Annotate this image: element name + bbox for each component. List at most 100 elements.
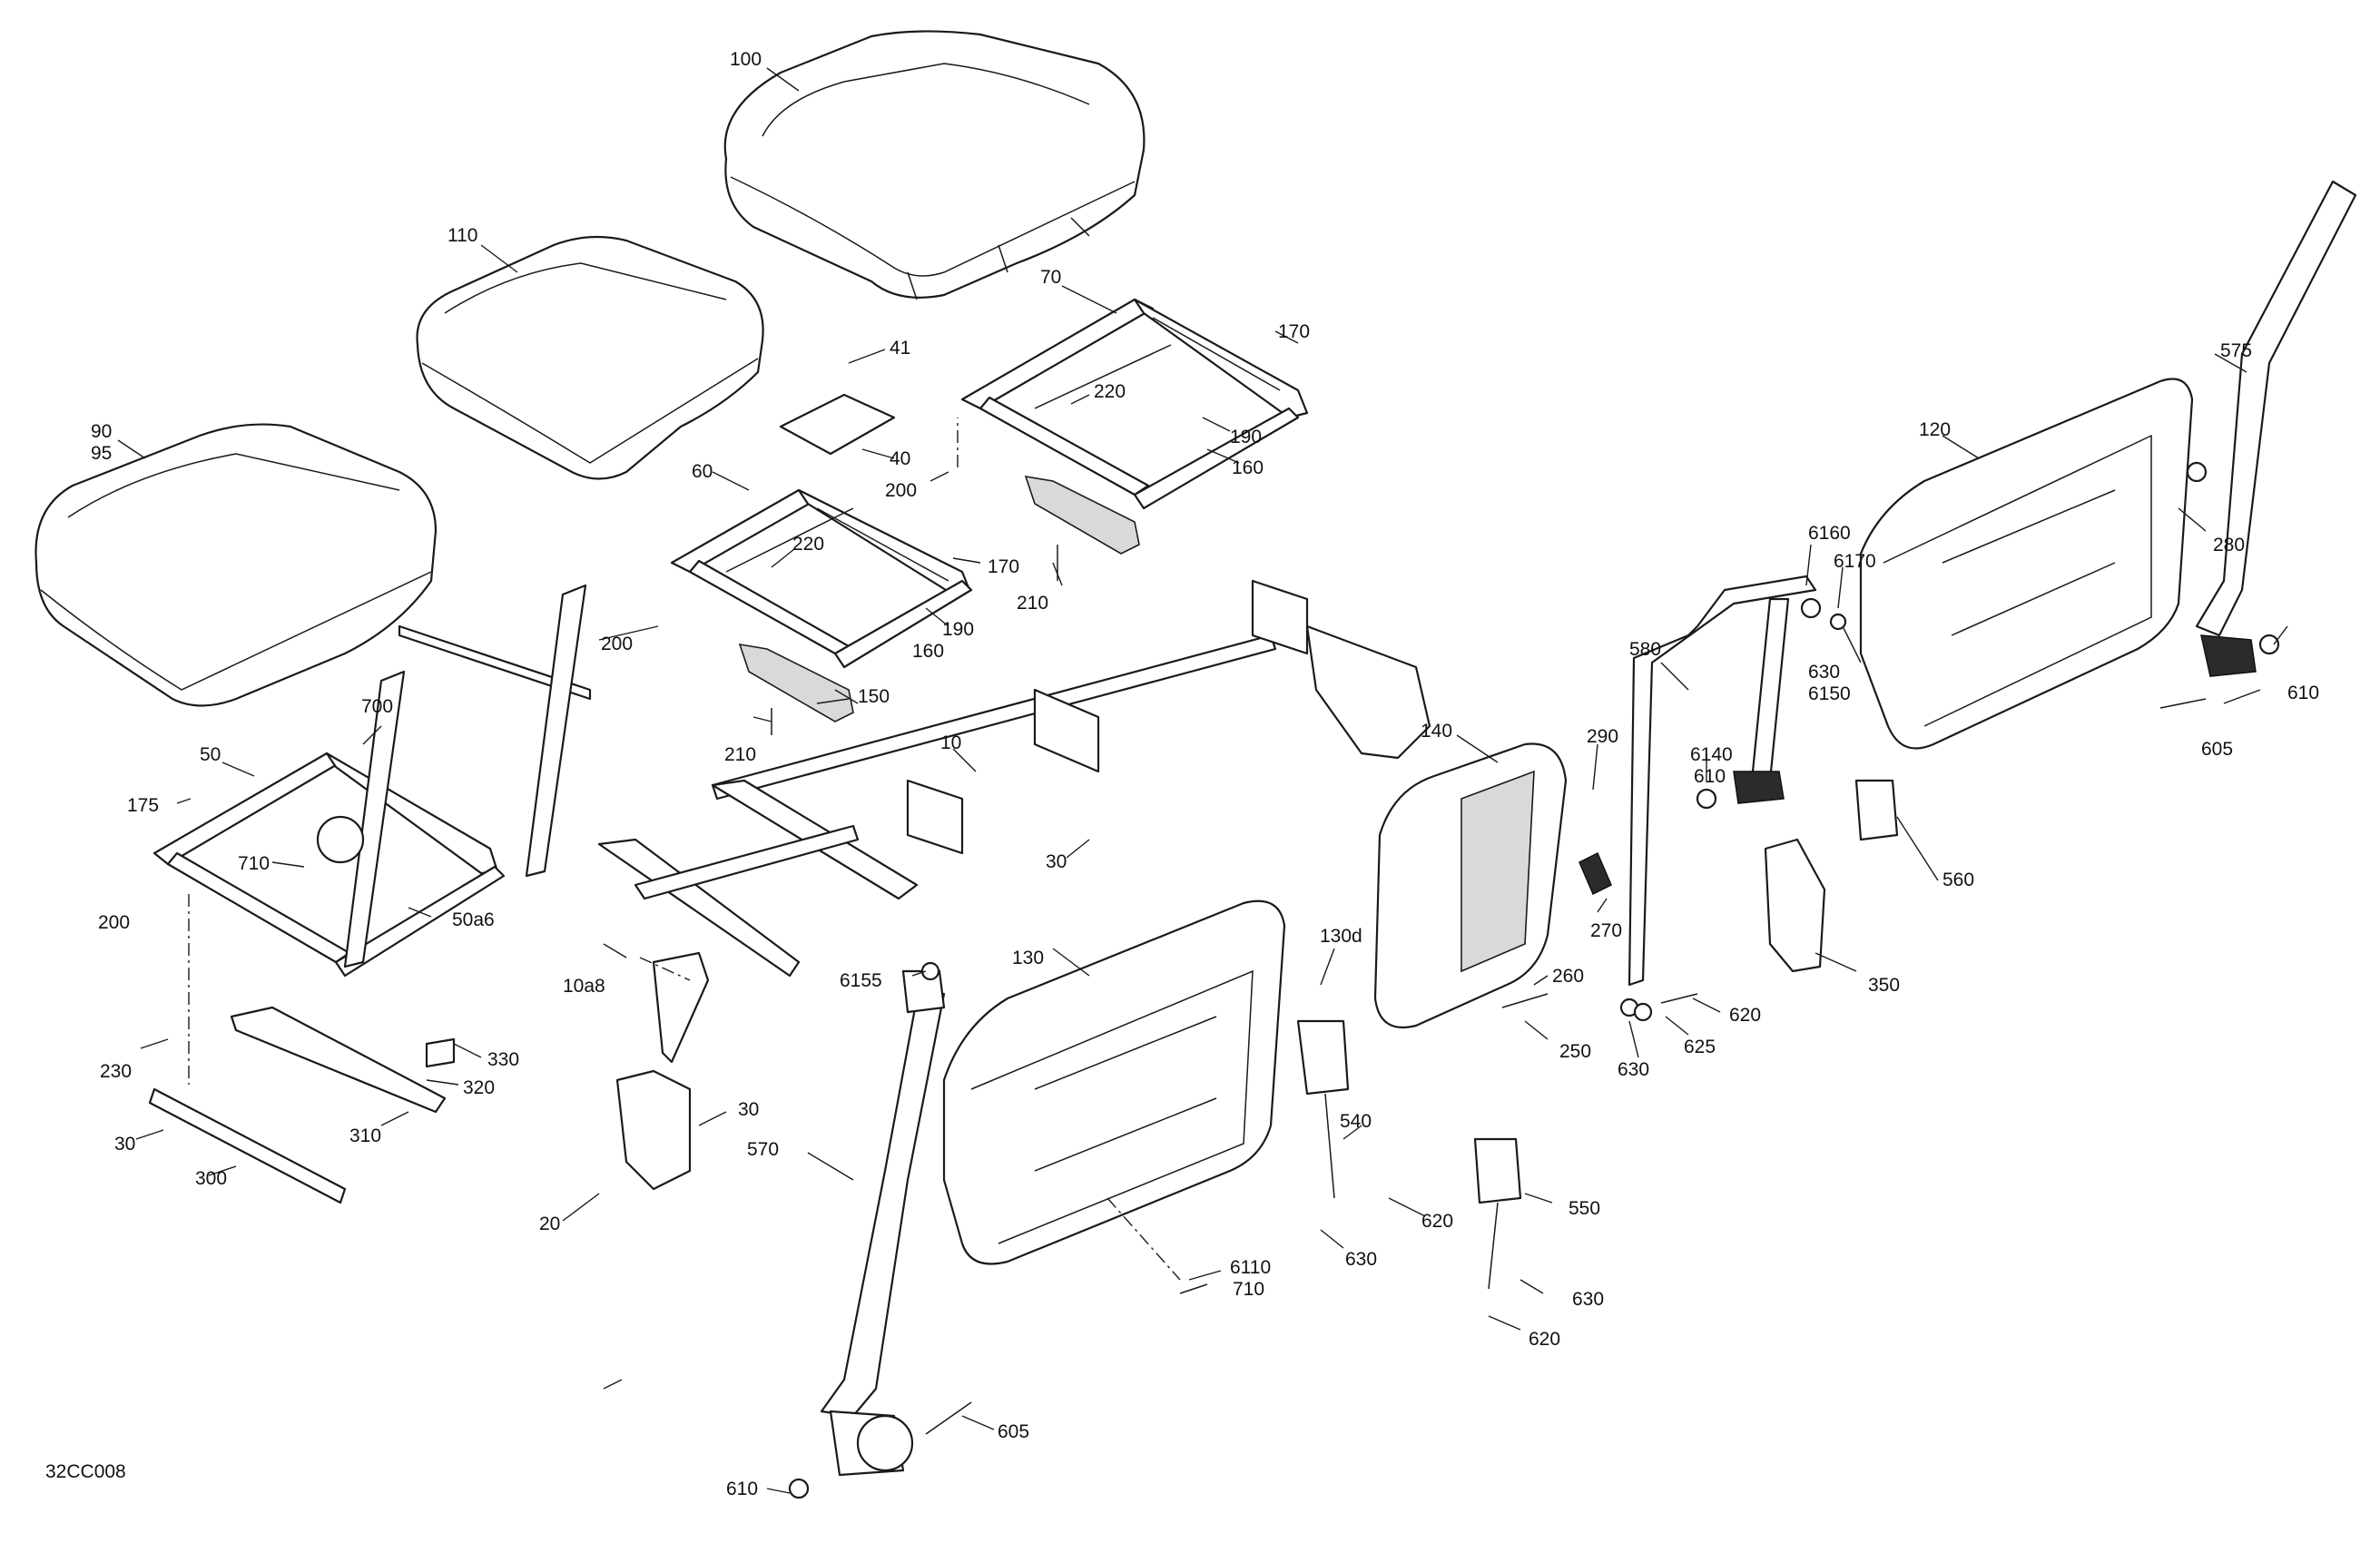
seat-frame-70 — [960, 298, 1309, 510]
callout-60: 60 — [692, 461, 713, 482]
callout-630: 630 — [1618, 1059, 1649, 1080]
callout-20: 20 — [539, 1214, 560, 1234]
callout-710: 710 — [238, 853, 270, 874]
callout-630: 630 — [1345, 1249, 1377, 1270]
callout-140: 140 — [1421, 721, 1452, 742]
callout-630: 630 — [1808, 662, 1840, 683]
callout-175: 175 — [127, 795, 159, 816]
callout-95: 95 — [91, 443, 112, 464]
callout-41: 41 — [890, 338, 910, 359]
callout-120: 120 — [1919, 419, 1951, 440]
callout-300: 300 — [195, 1168, 227, 1189]
callout-610: 610 — [1694, 766, 1726, 787]
callout-130: 130 — [1012, 948, 1044, 968]
callout-330: 330 — [487, 1049, 519, 1070]
callout-10: 10 — [940, 732, 961, 753]
callout-50: 50 — [200, 744, 221, 765]
callout-570: 570 — [747, 1139, 779, 1160]
callout-50a6: 50a6 — [452, 909, 495, 930]
callout-605: 605 — [2201, 739, 2233, 760]
callout-540: 540 — [1340, 1111, 1372, 1132]
part-270 — [1578, 851, 1612, 896]
callout-200: 200 — [885, 480, 917, 501]
callout-170: 170 — [1278, 321, 1310, 342]
callout-130d: 130d — [1320, 926, 1362, 947]
buckle-560 — [1854, 779, 1899, 841]
callout-625: 625 — [1684, 1037, 1716, 1057]
callout-190: 190 — [1230, 427, 1262, 447]
callout-160: 160 — [912, 641, 944, 662]
callout-605: 605 — [998, 1421, 1029, 1442]
callout-6170: 6170 — [1834, 551, 1876, 572]
plate-40 — [779, 393, 896, 456]
seat-base-50 — [152, 584, 592, 978]
callout-280: 280 — [2213, 535, 2245, 555]
callout-30: 30 — [1046, 851, 1067, 872]
seat-slide-300 — [148, 1087, 347, 1204]
callout-620: 620 — [1529, 1329, 1560, 1350]
callout-6140: 6140 — [1690, 744, 1733, 765]
callout-160: 160 — [1232, 457, 1264, 478]
callout-210: 210 — [724, 744, 756, 765]
callout-310: 310 — [349, 1125, 381, 1146]
seat-belt-570 — [820, 969, 946, 1477]
callout-320: 320 — [463, 1077, 495, 1098]
buckle-550 — [1473, 1137, 1522, 1290]
callout-6155: 6155 — [840, 970, 882, 991]
callout-250: 250 — [1559, 1041, 1591, 1062]
callout-70: 70 — [1040, 267, 1061, 288]
callout-6110: 6110 — [1230, 1257, 1271, 1278]
main-frame-10 — [597, 579, 1431, 978]
callout-580: 580 — [1629, 639, 1661, 660]
callout-labels: 100 110 90 95 70 170 41 220 40 190 200 1… — [45, 49, 2319, 1499]
backrest-140 — [1373, 742, 1568, 1029]
seat-frame-60 — [670, 488, 973, 669]
callout-350: 350 — [1868, 975, 1900, 996]
callout-210: 210 — [1017, 593, 1048, 614]
callout-550: 550 — [1569, 1198, 1600, 1219]
buckle-540 — [1296, 1019, 1350, 1199]
callout-200: 200 — [601, 634, 633, 654]
seat-cushion-110 — [416, 235, 764, 480]
callout-30: 30 — [738, 1099, 759, 1120]
callout-6150: 6150 — [1808, 683, 1851, 704]
callout-30: 30 — [114, 1134, 135, 1155]
callout-150: 150 — [858, 686, 890, 707]
callout-10a8: 10a8 — [563, 976, 605, 997]
assembly-lines — [188, 418, 1181, 1281]
callout-560: 560 — [1942, 870, 1974, 890]
callout-200: 200 — [98, 912, 130, 933]
callout-290: 290 — [1587, 726, 1618, 747]
seat-belt-575 — [2195, 180, 2357, 677]
callout-700: 700 — [361, 696, 393, 717]
fastener-bolts — [788, 461, 2280, 1499]
callout-220: 220 — [792, 534, 824, 555]
backrest-120 — [1859, 378, 2194, 750]
seat-cushion-90-95 — [34, 423, 438, 707]
backrest-130 — [942, 899, 1286, 1265]
callout-710: 710 — [1233, 1279, 1264, 1300]
callout-230: 230 — [100, 1061, 132, 1082]
callout-190: 190 — [942, 619, 974, 640]
callout-260: 260 — [1552, 966, 1584, 987]
seat-cushion-100 — [723, 30, 1146, 300]
callout-90: 90 — [91, 421, 112, 442]
seat-slide-310-320 — [230, 1006, 456, 1114]
callout-610: 610 — [726, 1479, 758, 1499]
callout-110: 110 — [447, 225, 477, 246]
seat-slide-bracket-upper — [1024, 475, 1140, 581]
callout-40: 40 — [890, 448, 910, 469]
callout-575: 575 — [2220, 340, 2252, 361]
cover-350 — [1764, 838, 1826, 973]
callout-6160: 6160 — [1808, 523, 1851, 544]
seat-belt-580 — [1628, 575, 1817, 987]
callout-leader-lines — [117, 67, 2288, 1494]
callout-100: 100 — [730, 49, 762, 70]
callout-620: 620 — [1421, 1211, 1453, 1232]
callout-610: 610 — [2287, 683, 2319, 703]
figure-code: 32CC008 — [45, 1461, 126, 1482]
callout-630: 630 — [1572, 1289, 1604, 1310]
leg-bracket-lower — [615, 951, 710, 1191]
callout-620: 620 — [1729, 1005, 1761, 1026]
